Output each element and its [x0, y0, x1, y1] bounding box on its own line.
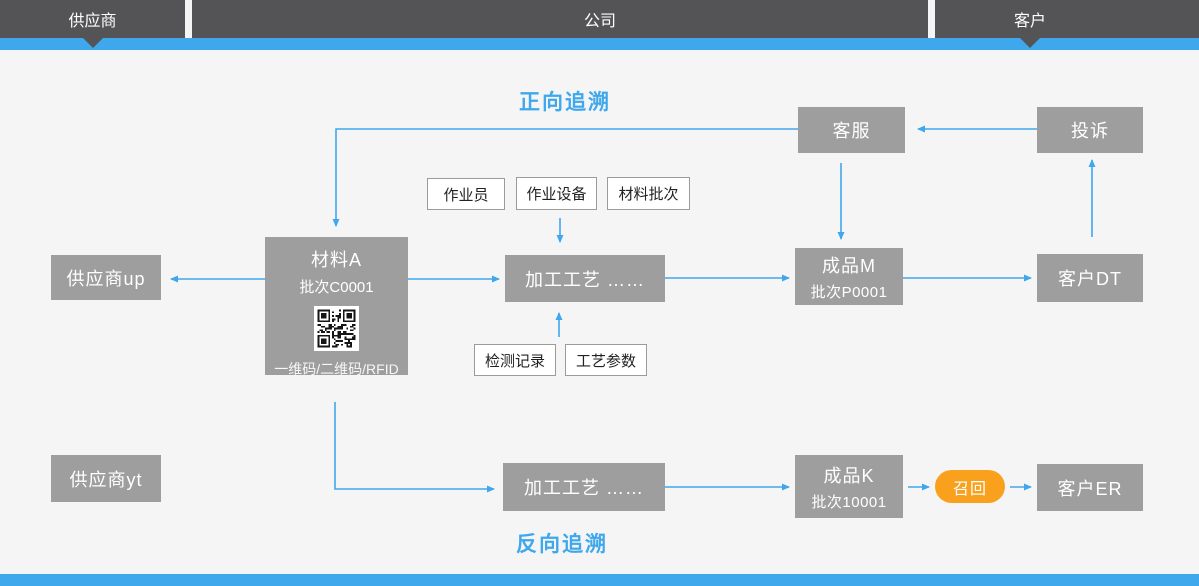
node-complaint-label: 投诉 [1071, 121, 1109, 141]
node-complaint: 投诉 [1037, 107, 1143, 153]
node-process-bottom-label: 加工工艺 …… [523, 478, 644, 498]
node-process-bottom: 加工工艺 …… [503, 463, 665, 511]
node-customer-dt-label: 客户DT [1058, 269, 1122, 289]
node-recall-label: 召回 [952, 480, 987, 498]
tag-equipment: 作业设备 [516, 177, 597, 210]
lane-supplier: 供应商 [0, 0, 185, 38]
node-process-top: 加工工艺 …… [505, 255, 665, 302]
node-supplier-up-label: 供应商up [66, 268, 146, 289]
tag-operator: 作业员 [427, 178, 505, 210]
node-material-a-title: 材料A [310, 250, 362, 270]
node-material-a: 材料A 批次C0001 一维码/二维码/RFID [265, 237, 408, 377]
footer-accent-bar [0, 574, 1199, 586]
node-recall: 召回 [935, 470, 1005, 503]
tag-inspection-record-label: 检测记录 [484, 352, 545, 370]
node-product-m-title: 成品M [822, 255, 876, 276]
lane-customer-pointer [1020, 38, 1040, 48]
lane-supplier-label: 供应商 [68, 13, 117, 30]
node-product-k-title: 成品K [823, 465, 875, 486]
tag-process-params-label: 工艺参数 [575, 352, 636, 370]
arrow-material-to-process2 [334, 402, 495, 493]
lane-customer-label: 客户 [1013, 13, 1046, 30]
node-material-a-batch: 批次C0001 [299, 279, 374, 296]
node-product-k: 成品K 批次10001 [795, 455, 903, 518]
forward-trace-title: 正向追溯 [519, 91, 611, 114]
lane-supplier-pointer [83, 38, 103, 48]
qr-code-icon [314, 306, 359, 351]
node-product-m-batch: 批次P0001 [810, 283, 888, 301]
node-customer-er: 客户ER [1037, 464, 1143, 511]
node-supplier-yt-label: 供应商yt [69, 469, 143, 490]
node-material-a-caption: 一维码/二维码/RFID [274, 361, 399, 377]
lane-company: 公司 [192, 0, 928, 38]
node-product-k-batch: 批次10001 [811, 493, 887, 511]
tag-operator-label: 作业员 [443, 186, 489, 204]
lane-company-label: 公司 [583, 13, 616, 30]
tag-equipment-label: 作业设备 [526, 186, 587, 203]
node-customer-dt: 客户DT [1037, 254, 1143, 302]
lane-customer: 客户 [935, 0, 1199, 38]
node-product-m: 成品M 批次P0001 [795, 248, 903, 305]
node-process-top-label: 加工工艺 …… [524, 269, 645, 290]
tag-process-params: 工艺参数 [565, 344, 647, 376]
backward-trace-title: 反向追溯 [516, 533, 608, 556]
tag-material-batch: 材料批次 [607, 177, 690, 210]
tag-material-batch-label: 材料批次 [618, 186, 679, 203]
node-customer-service-label: 客服 [832, 121, 871, 141]
tag-inspection-record: 检测记录 [474, 344, 556, 376]
node-supplier-yt: 供应商yt [51, 455, 161, 502]
header-accent-bar [0, 38, 1199, 50]
node-supplier-up: 供应商up [51, 255, 161, 300]
node-customer-service: 客服 [798, 107, 905, 153]
node-customer-er-label: 客户ER [1057, 478, 1123, 499]
